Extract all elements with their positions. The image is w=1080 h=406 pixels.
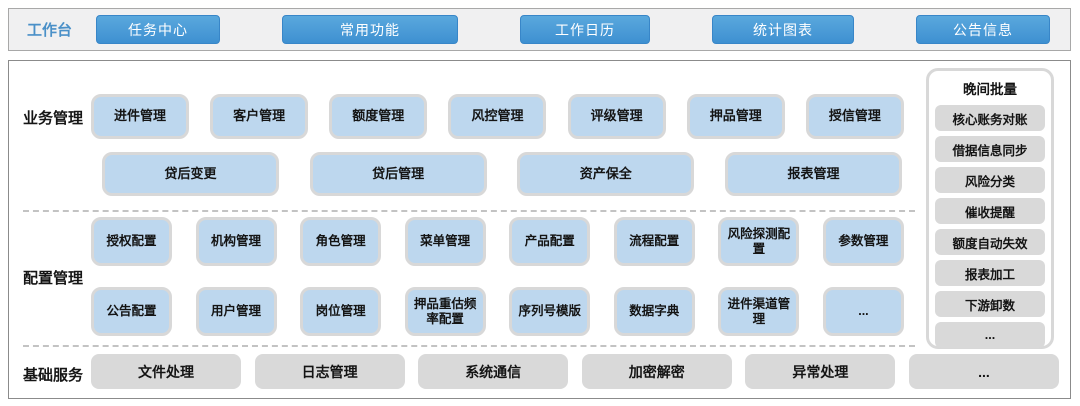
night-batch-title: 晚间批量 [963, 82, 1017, 97]
night-batch-item: 报表加工 [935, 260, 1045, 286]
workbench-button-group: 任务中心 常用功能 工作日历 统计图表 公告信息 [96, 15, 1050, 44]
config-module-tile: 机构管理 [195, 217, 277, 266]
config-module-tile: 角色管理 [300, 217, 382, 266]
config-module-tile: 押品重估频率配置 [404, 287, 486, 336]
config-module-tile: 岗位管理 [300, 287, 382, 336]
night-batch-item: 风险分类 [935, 167, 1045, 193]
section-label-config: 配置管理 [23, 270, 84, 287]
base-service-tile: 文件处理 [91, 354, 241, 389]
night-batch-item: ... [935, 322, 1045, 348]
business-module-tile: 评级管理 [567, 94, 666, 139]
base-service-tile: 异常处理 [745, 354, 896, 389]
base-service-tile: 日志管理 [254, 354, 405, 389]
config-module-tile: 菜单管理 [404, 217, 486, 266]
config-module-tile: 授权配置 [91, 217, 172, 266]
workbench-bar: 工作台 任务中心 常用功能 工作日历 统计图表 公告信息 [8, 8, 1071, 51]
section-label-base: 基础服务 [23, 367, 84, 384]
night-batch-list: 核心账务对账借据信息同步风险分类催收提醒额度自动失效报表加工下游卸数... [935, 105, 1045, 348]
section-label-business: 业务管理 [23, 110, 84, 127]
business-module-tile: 额度管理 [329, 94, 428, 139]
config-module-tile: 用户管理 [195, 287, 277, 336]
workbench-button: 统计图表 [711, 15, 854, 44]
config-module-tile: 风险探测配置 [718, 217, 800, 266]
business-module-tile: 贷后变更 [102, 152, 279, 196]
config-module-row-1: 授权配置机构管理角色管理菜单管理产品配置流程配置风险探测配置参数管理 [91, 217, 904, 266]
business-module-tile: 贷后管理 [309, 152, 487, 196]
config-module-tile: 进件渠道管理 [718, 287, 800, 336]
night-batch-panel: 晚间批量 核心账务对账借据信息同步风险分类催收提醒额度自动失效报表加工下游卸数.… [926, 68, 1054, 349]
business-module-tile: 授信管理 [805, 94, 904, 139]
config-module-tile: 产品配置 [509, 217, 591, 266]
night-batch-item: 借据信息同步 [935, 136, 1045, 162]
base-service-tile: 加密解密 [581, 354, 732, 389]
config-module-tile: 流程配置 [613, 217, 695, 266]
business-module-tile: 押品管理 [686, 94, 785, 139]
business-module-tile: 风控管理 [448, 94, 547, 139]
config-module-tile: ... [822, 287, 904, 336]
night-batch-item: 下游卸数 [935, 291, 1045, 317]
business-module-tile: 客户管理 [210, 94, 309, 139]
config-module-row-2: 公告配置用户管理岗位管理押品重估频率配置序列号模版数据字典进件渠道管理... [91, 287, 904, 336]
night-batch-item: 核心账务对账 [935, 105, 1045, 131]
workbench-button: 公告信息 [915, 15, 1050, 44]
main-panel: 业务管理 进件管理客户管理额度管理风控管理评级管理押品管理授信管理 贷后变更贷后… [8, 60, 1071, 399]
section-divider-dashed [23, 210, 915, 212]
config-module-tile: 数据字典 [613, 287, 695, 336]
workbench-button: 工作日历 [519, 15, 650, 44]
night-batch-item: 催收提醒 [935, 198, 1045, 224]
workbench-label: 工作台 [27, 22, 73, 39]
business-module-tile: 进件管理 [91, 94, 189, 139]
workbench-button: 常用功能 [282, 15, 458, 44]
business-module-row-2: 贷后变更贷后管理资产保全报表管理 [102, 152, 902, 196]
business-module-tile: 资产保全 [517, 152, 695, 196]
base-service-tile: ... [908, 354, 1059, 389]
config-module-tile: 公告配置 [91, 287, 172, 336]
base-service-tile: 系统通信 [418, 354, 569, 389]
business-module-row-1: 进件管理客户管理额度管理风控管理评级管理押品管理授信管理 [91, 94, 904, 139]
section-divider-dashed [23, 345, 915, 347]
base-service-row: 文件处理日志管理系统通信加密解密异常处理... [91, 354, 1059, 389]
workbench-button: 任务中心 [96, 15, 221, 44]
business-module-tile: 报表管理 [724, 152, 902, 196]
config-module-tile: 序列号模版 [509, 287, 591, 336]
night-batch-item: 额度自动失效 [935, 229, 1045, 255]
config-module-tile: 参数管理 [822, 217, 904, 266]
